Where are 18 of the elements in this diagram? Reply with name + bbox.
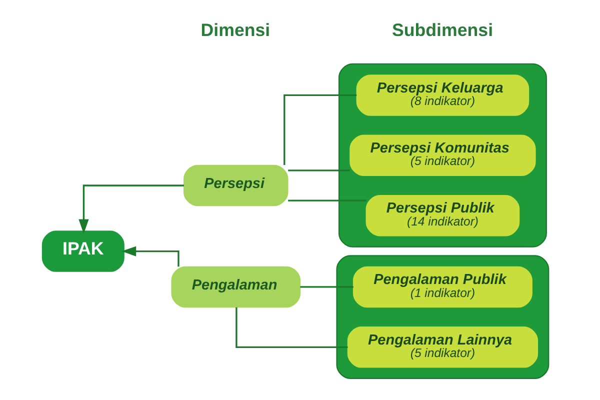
- node-box: Pengalaman Publik (1 indikator): [352, 266, 532, 308]
- node-box: Pengalaman: [171, 266, 301, 308]
- connector: [288, 170, 350, 172]
- connector: [288, 200, 366, 202]
- node-box: Persepsi Publik (14 indikator): [366, 194, 520, 236]
- label: Dimensi: [200, 20, 270, 40]
- node-box: Persepsi Komunitas (5 indikator): [350, 134, 536, 176]
- node-box: Persepsi: [184, 164, 288, 206]
- connector: [300, 286, 354, 288]
- cluster: [336, 255, 550, 379]
- connector: [284, 94, 357, 166]
- connector: [236, 307, 348, 348]
- label: Subdimensi: [392, 20, 494, 40]
- node-box: IPAK: [42, 230, 124, 272]
- node-box: Pengalaman Lainnya (5 indikator): [347, 326, 538, 368]
- cluster: [338, 63, 547, 248]
- node-box: Persepsi Keluarga (8 indikator): [356, 74, 530, 116]
- arrow: [78, 184, 184, 234]
